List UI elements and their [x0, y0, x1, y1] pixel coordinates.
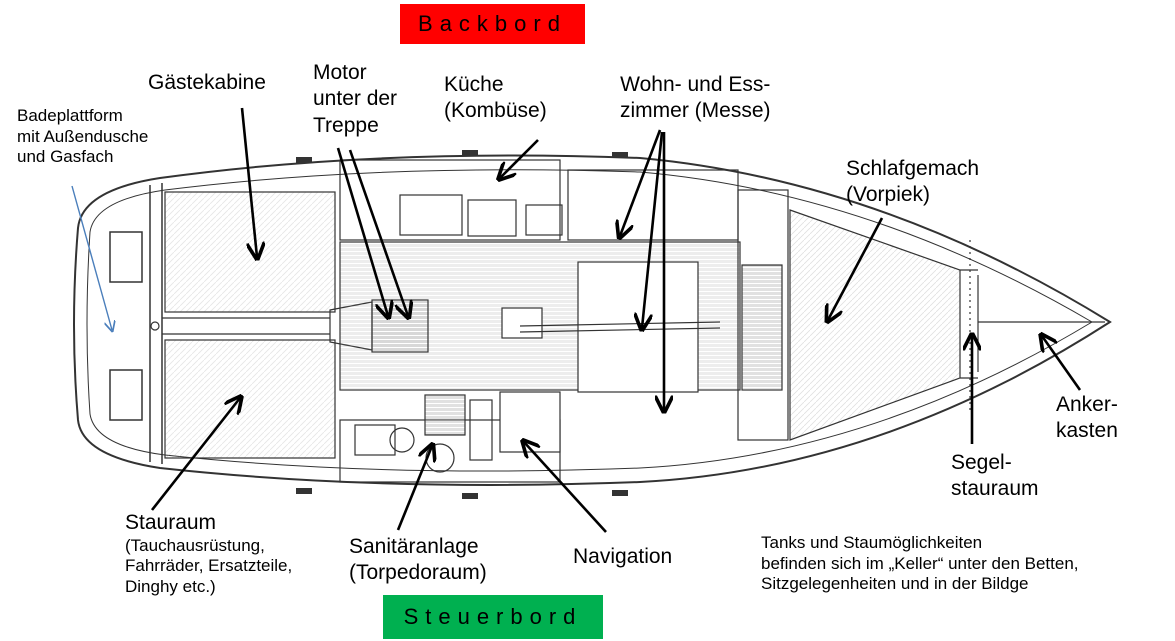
- arrow-navigation: [524, 442, 607, 533]
- forward-cabin: [789, 209, 1105, 441]
- port-banner-label: Backbord: [418, 11, 567, 36]
- port-banner: Backbord: [400, 4, 585, 44]
- label-schlafgemach: Schlafgemach (Vorpiek): [846, 157, 980, 206]
- label-stauraum: Stauraum (Tauchausrüstung, Fahrräder, Er…: [125, 511, 293, 597]
- tanks-note: Tanks und Staumöglichkeiten befinden sic…: [761, 533, 1079, 594]
- pointer-arrows: [71, 107, 1082, 533]
- arrow-sanitaer: [396, 446, 432, 531]
- starboard-banner-label: Steuerbord: [403, 604, 583, 629]
- arrow-motor-2: [348, 149, 408, 316]
- deck-fittings: [296, 150, 628, 499]
- label-navigation: Navigation: [573, 545, 673, 568]
- label-segelstauraum: Segel- stauraum: [951, 451, 1039, 500]
- arrow-kueche: [500, 139, 539, 178]
- arrow-motor-1: [336, 147, 388, 316]
- label-wohn-esszimmer: Wohn- und Ess- zimmer (Messe): [620, 73, 771, 122]
- label-ankerkasten: Anker- kasten: [1056, 393, 1118, 442]
- bathing-platform: [109, 183, 163, 464]
- arrow-ankerkasten: [1042, 336, 1082, 391]
- arrow-badeplattform: [71, 185, 112, 330]
- label-motor: Motor unter der Treppe: [313, 61, 398, 137]
- label-sanitaeranlage: Sanitäranlage (Torpedoraum): [349, 535, 487, 584]
- saloon: [339, 159, 789, 483]
- label-kueche: Küche (Kombüse): [444, 73, 547, 122]
- arrow-messe-2: [642, 131, 664, 328]
- arrow-stauraum: [150, 398, 240, 511]
- arrow-schlafgemach: [828, 217, 884, 320]
- starboard-banner: Steuerbord: [383, 595, 603, 639]
- aft-cabins: [150, 191, 373, 459]
- label-badeplattform: Badeplattform mit Außendusche und Gasfac…: [17, 106, 149, 167]
- arrow-gaestekabine: [240, 107, 257, 257]
- arrow-messe-1: [620, 129, 662, 236]
- label-gaestekabine: Gästekabine: [148, 71, 266, 94]
